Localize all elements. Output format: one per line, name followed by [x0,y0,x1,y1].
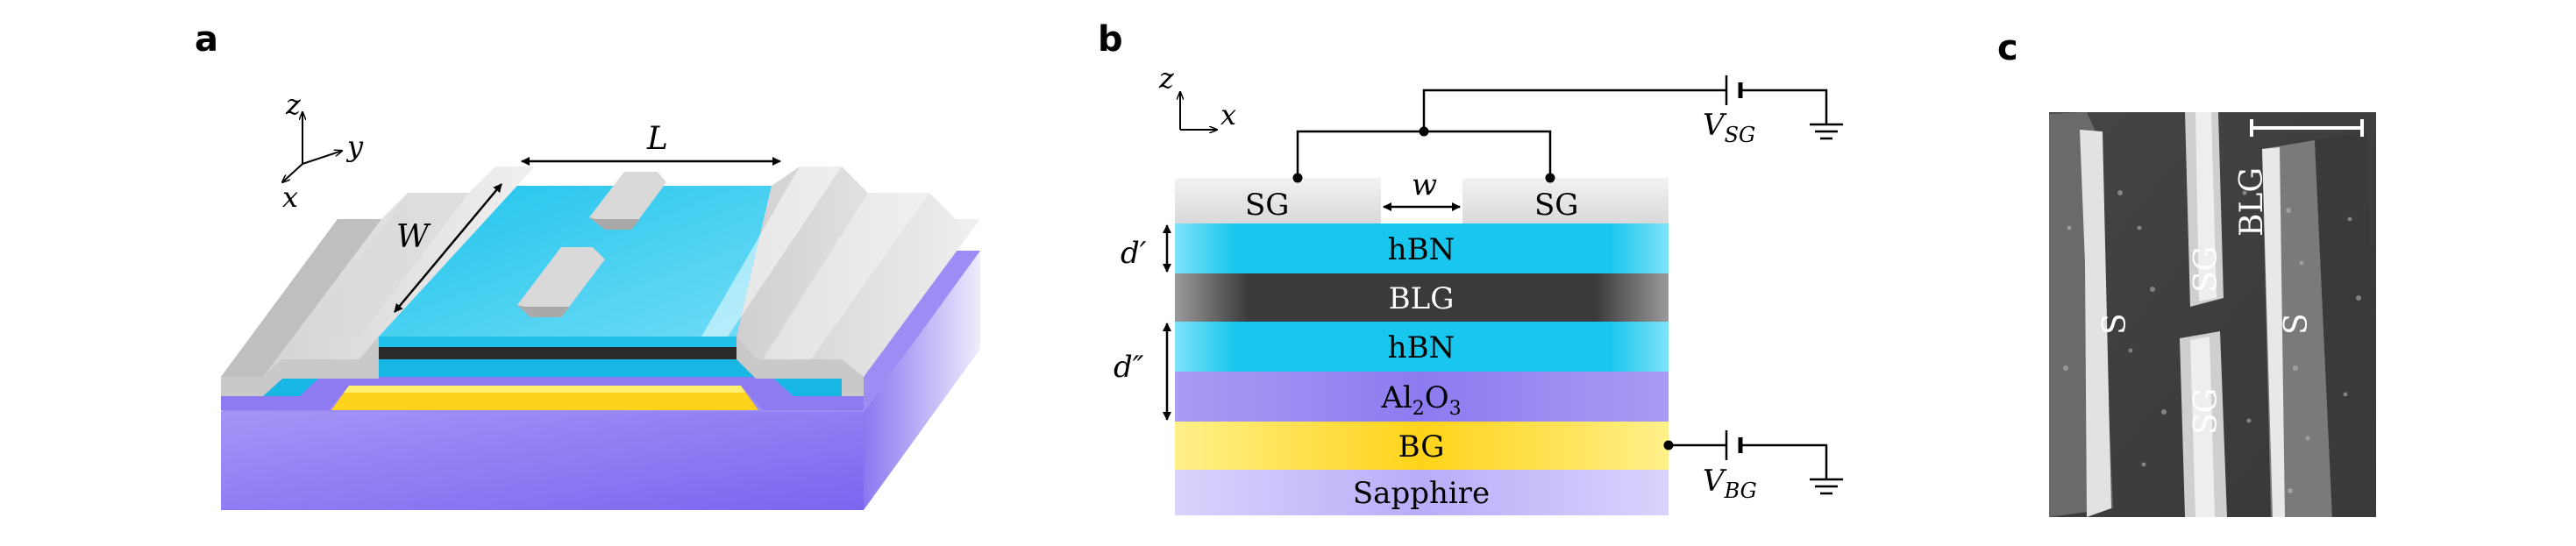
label-vsg: VSG [1703,108,1755,147]
layer-sg-left [1175,178,1381,223]
substrate-front [221,412,864,510]
split-gate-top [589,172,666,230]
label-al2o3: Al2O3 [1380,380,1461,420]
layer-hbn-bottom [1175,322,1669,372]
bg-wiring [1669,430,1843,495]
blg-strip [379,347,737,359]
afm-label-blg: BLG [2234,167,2270,237]
afm-speckle [2063,190,2361,493]
panel-c: c S S SG [1997,28,2376,517]
label-hbn-top: hBN [1388,232,1455,267]
layer-blg [1175,273,1669,322]
dim-L-label: L [646,121,668,157]
dim-dprime-label: d′ [1121,236,1147,271]
label-blg: BLG [1389,281,1455,316]
left-contact-front [221,337,379,396]
label-sg-right: SG [1534,188,1578,223]
label-sapphire: Sapphire [1353,476,1490,511]
layer-sg-right [1462,178,1669,223]
layer-al2o3 [1175,372,1669,422]
panel-b-axis-z: z [1158,61,1175,95]
dim-w-label: w [1412,167,1437,202]
dim-ddprime-label: d″ [1114,350,1144,385]
panel-a-axes [282,112,342,182]
afm-label-sg-top: SG [2188,246,2224,293]
panel-a-axis-y: y [345,130,364,163]
split-gate-bottom [517,247,605,317]
hbn-front [263,359,842,396]
panel-a-axis-x: x [282,181,298,214]
dim-W-label: W [396,219,431,255]
label-vbg: VBG [1703,464,1757,503]
panel-a-axis-z: z [285,88,302,121]
panel-b-label: b [1098,19,1123,60]
panel-c-label: c [1997,28,2018,68]
scale-bar [2250,119,2364,137]
panel-a-label: a [195,19,218,60]
layer-bg [1175,422,1669,470]
al2o3-strip [221,377,864,410]
panel-a: a z y x [195,19,980,510]
layer-sapphire [1175,470,1669,515]
dim-W-arrow [394,183,502,313]
right-contact-front [737,337,864,396]
afm-label-sg-bottom: SG [2188,388,2224,435]
panel-b: b z x SG SG hBN BLG hBN Al2O3 BG Sapphir… [1098,19,1843,515]
panel-b-axis-x: x [1220,98,1236,131]
label-hbn-bottom: hBN [1388,330,1455,365]
label-bg: BG [1398,429,1445,464]
substrate-side [864,251,980,510]
label-sg-left: SG [1245,188,1289,223]
sg-wiring [1296,75,1843,178]
layer-hbn-top [1175,223,1669,273]
afm-label-s-right: S [2279,313,2315,335]
afm-label-s-left: S [2097,313,2133,335]
